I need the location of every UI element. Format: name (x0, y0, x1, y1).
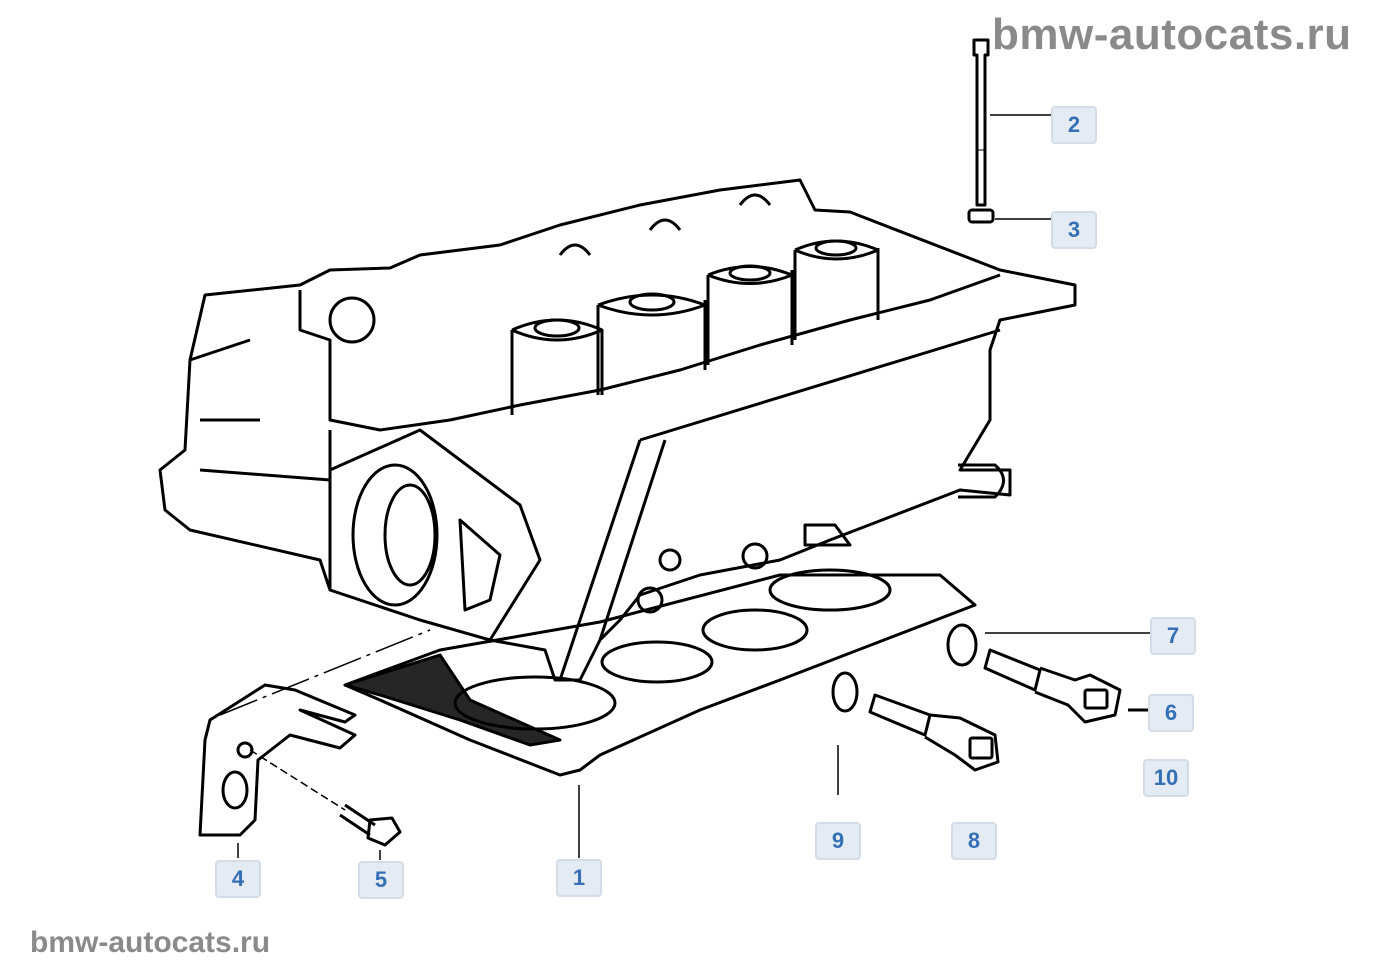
head-gasket (343, 568, 977, 777)
seal-ring (946, 623, 978, 667)
cylinder-head (158, 178, 1077, 682)
bracket-bolt (339, 803, 402, 847)
temperature-sensor (983, 648, 1122, 724)
callout-4[interactable]: 4 (215, 860, 261, 898)
callout-6[interactable]: 6 (1148, 694, 1194, 732)
callout-5[interactable]: 5 (358, 861, 404, 899)
leader-lines (219, 114, 1155, 860)
callout-8[interactable]: 8 (951, 822, 997, 860)
callout-10[interactable]: 10 (1143, 759, 1189, 797)
watermark-top: bmw-autocats.ru (992, 10, 1352, 59)
seal-ring-2 (831, 671, 859, 713)
callout-2[interactable]: 2 (1051, 106, 1097, 144)
temperature-sensor-2 (868, 693, 1000, 772)
head-bolt (967, 38, 995, 224)
callout-9[interactable]: 9 (815, 822, 861, 860)
watermark-bottom: bmw-autocats.ru (30, 926, 271, 959)
bracket (198, 683, 357, 837)
callout-3[interactable]: 3 (1051, 211, 1097, 249)
callout-7[interactable]: 7 (1150, 617, 1196, 655)
callout-1[interactable]: 1 (556, 859, 602, 897)
